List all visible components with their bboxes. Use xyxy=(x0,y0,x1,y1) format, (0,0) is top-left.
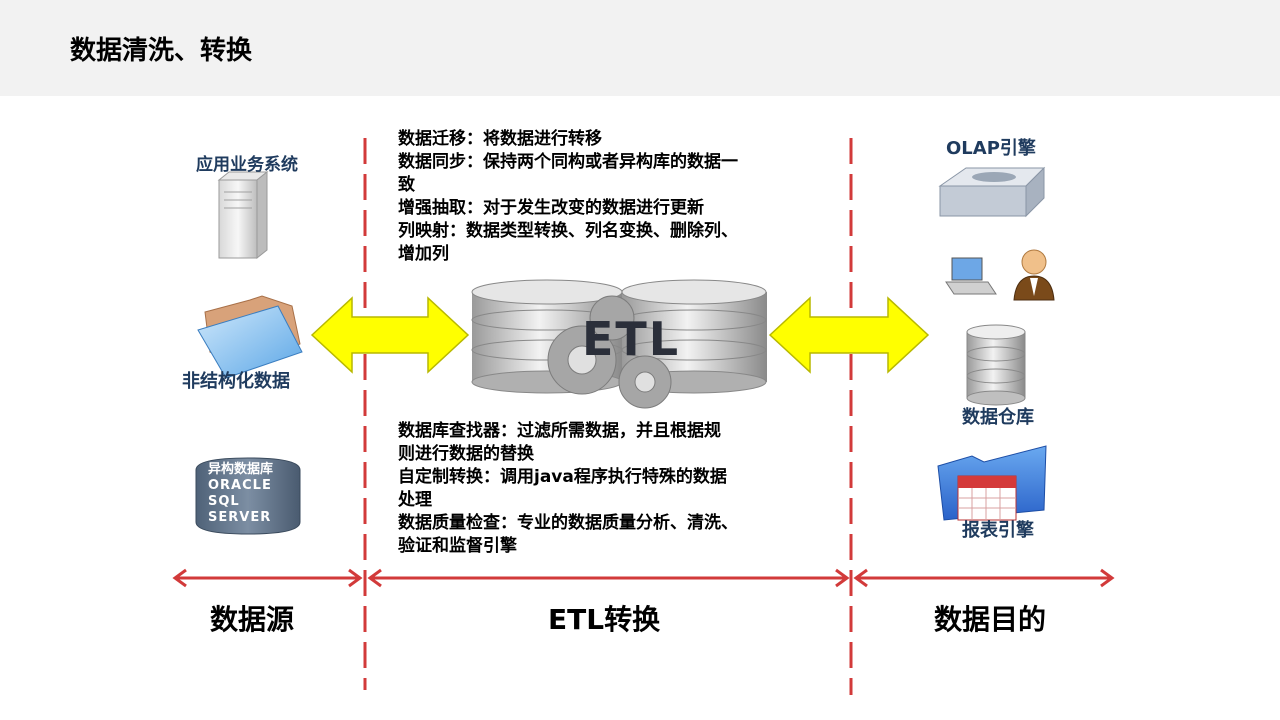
olap-machine-icon xyxy=(938,166,1046,218)
etl-top-notes: 数据迁移：将数据进行转移 数据同步：保持两个同构或者异构库的数据一 致 增强抽取… xyxy=(398,128,738,266)
header-bar: 数据清洗、转换 xyxy=(0,0,1280,96)
hetero-db-line: SQL xyxy=(208,494,240,509)
etl-note: 则进行数据的替换 xyxy=(398,444,534,464)
warehouse-db-icon xyxy=(966,324,1026,406)
etl-note: 增加列 xyxy=(398,244,449,264)
report-icon xyxy=(937,445,1047,521)
section-target-label: 数据目的 xyxy=(934,603,1047,636)
hetero-db-line: ORACLE xyxy=(208,478,272,493)
etl-note: 致 xyxy=(398,175,415,195)
section-source-label: 数据源 xyxy=(210,603,295,636)
etl-note: 数据迁移：将数据进行转移 xyxy=(398,129,602,149)
hetero-db-icon xyxy=(195,457,301,535)
etl-note: 数据质量检查：专业的数据质量分析、清洗、 xyxy=(398,513,738,533)
unstructured-label: 非结构化数据 xyxy=(182,371,290,392)
etl-bottom-notes: 数据库查找器：过滤所需数据，并且根据规 则进行数据的替换 自定制转换：调用jav… xyxy=(398,420,738,558)
etl-diagram xyxy=(172,138,1115,695)
page-title: 数据清洗、转换 xyxy=(70,36,253,66)
hetero-db-line: SERVER xyxy=(208,510,272,525)
user-icon xyxy=(1013,249,1055,301)
hetero-db-line: 异构数据库 xyxy=(208,462,274,477)
hetero-db-text: 异构数据库 ORACLE SQL SERVER xyxy=(208,462,273,526)
etl-note: 数据同步：保持两个同构或者异构库的数据一 xyxy=(398,152,738,172)
report-label: 报表引擎 xyxy=(962,520,1034,541)
etl-note: 自定制转换：调用java程序执行特殊的数据 xyxy=(398,467,727,487)
server-icon xyxy=(217,170,269,260)
etl-note: 列映射：数据类型转换、列名变换、删除列、 xyxy=(398,221,738,241)
folder-icon xyxy=(197,295,303,379)
etl-note: 增强抽取：对于发生改变的数据进行更新 xyxy=(398,198,704,218)
laptop-icon xyxy=(945,257,997,295)
warehouse-label: 数据仓库 xyxy=(962,407,1034,428)
etl-logo: ETL xyxy=(582,312,681,366)
range-arrows xyxy=(172,568,1115,588)
app-system-label: 应用业务系统 xyxy=(196,155,298,175)
etl-note: 数据库查找器：过滤所需数据，并且根据规 xyxy=(398,421,721,441)
section-etl-label: ETL转换 xyxy=(548,603,661,636)
yellow-arrow-left xyxy=(310,296,470,374)
olap-label: OLAP引擎 xyxy=(946,138,1036,159)
etl-note: 验证和监督引擎 xyxy=(398,536,517,556)
etl-db-icon xyxy=(471,279,767,409)
yellow-arrow-right xyxy=(768,296,930,374)
etl-note: 处理 xyxy=(398,490,432,510)
gear-icon xyxy=(547,295,672,409)
